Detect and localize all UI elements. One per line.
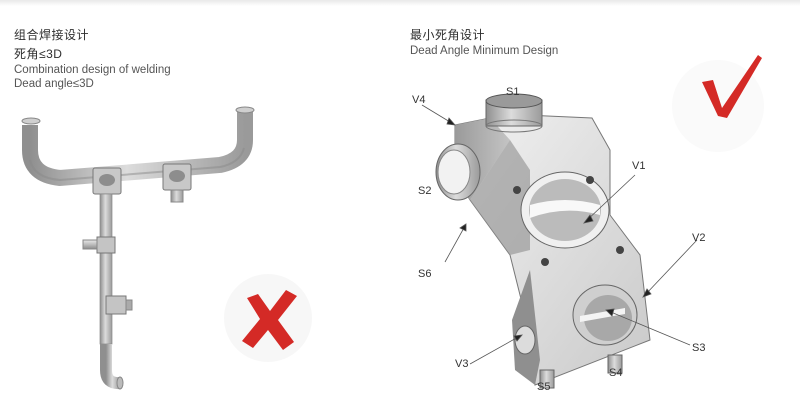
- label-s6: S6: [418, 268, 432, 280]
- red-check-icon: [660, 55, 764, 159]
- left-subtitle-cn: 死角≤3D: [14, 47, 63, 61]
- left-title-en-1: Combination design of welding: [14, 64, 171, 76]
- top-strip: [0, 0, 800, 6]
- label-v4: V4: [412, 94, 426, 106]
- right-title-en: Dead Angle Minimum Design: [410, 45, 559, 57]
- label-v2: V2: [692, 232, 706, 244]
- label-v3: V3: [455, 358, 469, 370]
- label-s4: S4: [609, 367, 623, 379]
- left-title-en-2: Dead angle≤3D: [14, 78, 94, 90]
- label-s1: S1: [506, 86, 520, 98]
- label-s3: S3: [692, 342, 706, 354]
- label-s2: S2: [418, 185, 432, 197]
- right-title-cn: 最小死角设计: [410, 28, 486, 42]
- red-x-icon: [214, 270, 312, 366]
- left-title-cn: 组合焊接设计: [14, 28, 90, 42]
- label-s5: S5: [537, 381, 551, 393]
- label-v1: V1: [632, 160, 646, 172]
